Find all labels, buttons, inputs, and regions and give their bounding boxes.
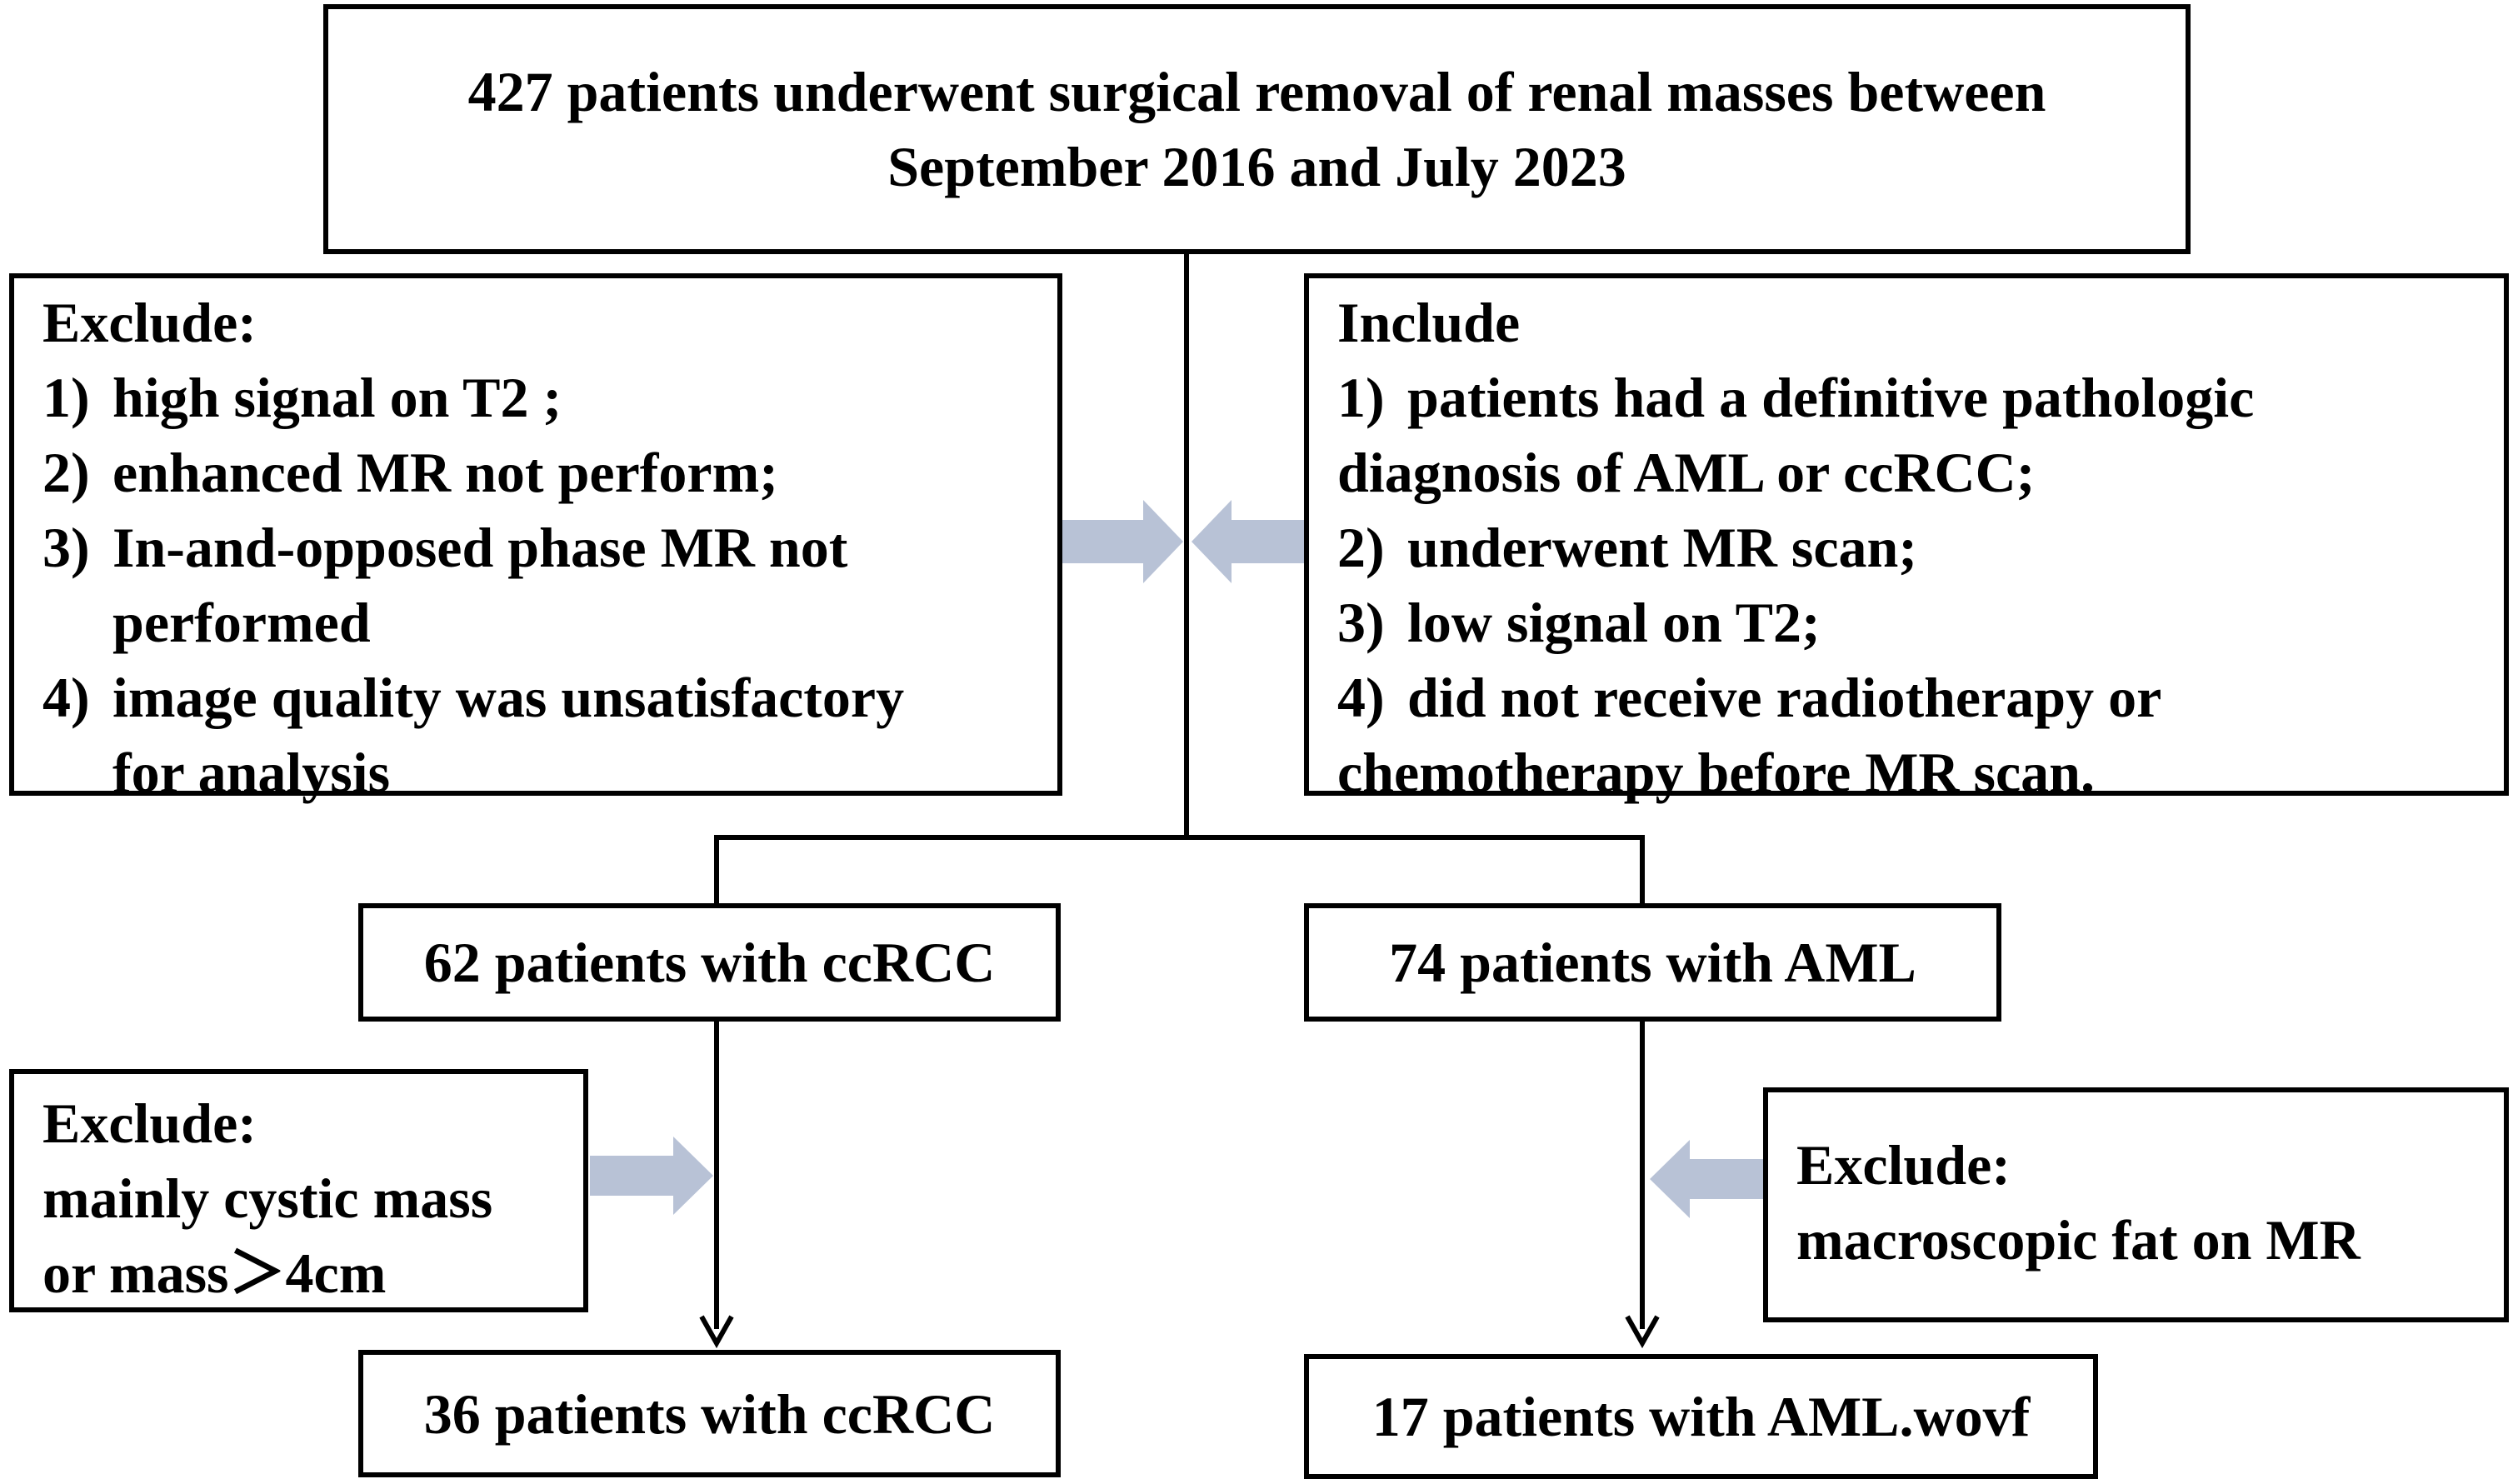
final-ccrcc-box: 36 patients with ccRCC <box>358 1350 1061 1477</box>
aml-exclusion-box: Exclude: macroscopic fat on MR <box>1763 1087 2509 1322</box>
inclusion-criteria-box: Include 1) patients had a definitive pat… <box>1304 273 2509 804</box>
aml-arrowhead <box>1625 1315 1660 1349</box>
ccrcc-exclusion-line1: mainly cystic mass <box>42 1167 493 1230</box>
final-aml-box: 17 patients with AML.wovf <box>1304 1354 2098 1479</box>
exclusion-criteria-box: Exclude: 1) high signal on T2 ; 2) enhan… <box>9 273 1062 804</box>
ccrcc-cohort-box: 62 patients with ccRCC <box>358 903 1061 1022</box>
inclusion-item-1-cont: diagnosis of AML or ccRCC; <box>1337 441 2036 504</box>
inclusion-item-3: 3) low signal on T2; <box>1337 591 1821 654</box>
ccrcc-exclusion-title: Exclude: <box>42 1092 257 1155</box>
final-ccrcc-label: 36 patients with ccRCC <box>423 1382 996 1446</box>
aml-exclusion-title: Exclude: <box>1796 1133 2011 1197</box>
inclusion-item-4: 4) did not receive radiotherapy or <box>1337 666 2162 729</box>
total-patients-box: 427 patients underwent surgical removal … <box>323 4 2191 254</box>
exclusion-title: Exclude: <box>42 291 257 354</box>
ccrcc-cohort-label: 62 patients with ccRCC <box>423 931 996 994</box>
inclusion-title: Include <box>1337 291 1521 354</box>
exclusion-item-3: 3) In-and-opposed phase MR not <box>42 516 848 579</box>
aml-cohort-box: 74 patients with AML <box>1304 903 2001 1022</box>
exclusion-item-2: 2) enhanced MR not perform; <box>42 441 778 504</box>
exclusion-item-4: 4) image quality was unsatisfactory <box>42 666 905 729</box>
ccrcc-exclusion-box: Exclude: mainly cystic mass or mass＞4cm <box>9 1069 588 1312</box>
exclude-aml-block-arrow <box>1650 1140 1765 1218</box>
final-aml-label: 17 patients with AML.wovf <box>1371 1385 2031 1448</box>
aml-exclusion-line1: macroscopic fat on MR <box>1796 1208 2361 1272</box>
exclusion-item-1: 1) high signal on T2 ; <box>42 366 562 429</box>
exclusion-item-4-cont: for analysis <box>112 741 391 804</box>
ccrcc-arrowhead <box>699 1315 734 1349</box>
exclude-block-arrow <box>1060 500 1183 583</box>
ccrcc-exclusion-line2: or mass＞4cm <box>42 1242 387 1305</box>
inclusion-item-2: 2) underwent MR scan; <box>1337 516 1917 579</box>
aml-cohort-label: 74 patients with AML <box>1389 931 1916 994</box>
include-block-arrow <box>1192 500 1306 583</box>
total-patients-line1: 427 patients underwent surgical removal … <box>467 60 2046 123</box>
exclude-ccrcc-block-arrow <box>590 1137 713 1215</box>
total-patients-line2: September 2016 and July 2023 <box>887 135 1626 198</box>
inclusion-item-4-cont: chemotherapy before MR scan. <box>1337 741 2096 804</box>
inclusion-item-1: 1) patients had a definitive pathologic <box>1337 366 2255 429</box>
exclusion-item-3-cont: performed <box>112 591 371 654</box>
